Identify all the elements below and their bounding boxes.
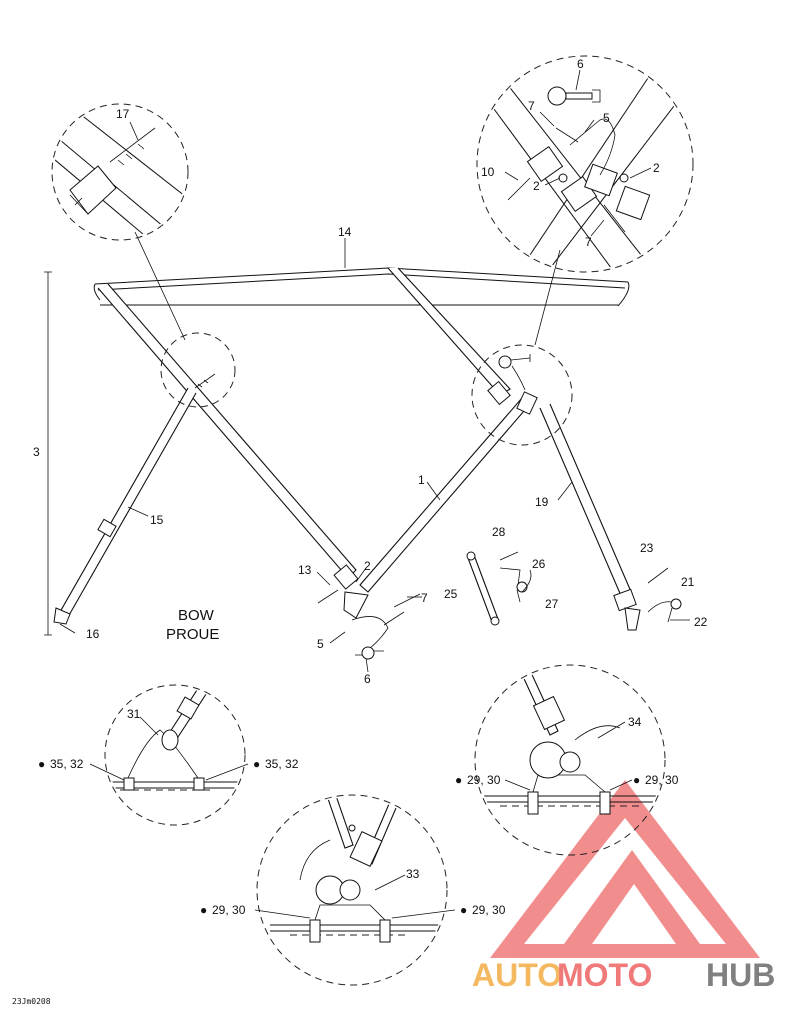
detail-circle-lower-left [104,684,246,826]
bow-label-fr: PROUE [166,626,219,643]
callout-22: 22 [694,615,708,629]
right-leg-hardware [647,567,690,623]
callout-19: 19 [535,495,549,509]
callout-34: 34 [628,715,642,729]
callout-16: 16 [86,627,100,641]
detail-circle-lower-right [474,664,666,856]
callout-6-top: 6 [577,57,584,71]
torque-note-4: 29, 30 [472,903,506,917]
watermark-text: AUTO MOTO HUB [472,957,775,993]
callout-25: 25 [444,587,458,601]
watermark-auto: AUTO [472,957,562,993]
callout-2-right: 2 [653,161,660,175]
loose-parts [466,551,532,626]
watermark-logo [490,780,760,958]
callout-7-center: 7 [421,591,428,605]
callout-5-top: 5 [603,111,610,125]
drop-icon: ● [200,903,207,917]
callout-7-right: 7 [585,235,592,249]
callout-labels: 14 17 6 7 5 10 2 2 7 3 1 15 19 16 13 2 7… [33,57,708,881]
torque-notes: ● 35, 32 ● 35, 32 ● 29, 30 ● 29, 30 ● 29… [38,757,679,917]
figure-ref-code: 23Jm0208 [12,997,51,1006]
callout-leaders [44,69,652,673]
callout-14: 14 [338,225,352,239]
watermark-hub: HUB [706,957,775,993]
bow-label-en: BOW [178,607,215,624]
callout-10: 10 [481,165,495,179]
detail-circle-upper-left [51,103,189,241]
detail-circle-upper-right [476,55,694,273]
torque-note-6: 29, 30 [645,773,679,787]
torque-note-5: 29, 30 [467,773,501,787]
callout-33: 33 [406,867,420,881]
center-fitting-hardware [317,589,421,660]
callout-31: 31 [127,707,141,721]
callout-7-top: 7 [528,99,535,113]
callout-28: 28 [492,525,506,539]
drop-icon: ● [633,773,640,787]
callout-2-left: 2 [533,179,540,193]
main-frame [53,267,641,631]
callout-1: 1 [418,473,425,487]
callout-6-center: 6 [364,672,371,686]
callout-3: 3 [33,445,40,459]
callout-2-center: 2 [364,559,371,573]
torque-note-1: 35, 32 [50,757,84,771]
drop-icon: ● [455,773,462,787]
torque-note-2: 35, 32 [265,757,299,771]
drop-icon: ● [38,757,45,771]
callout-27: 27 [545,597,559,611]
bow-label: BOW PROUE [166,607,219,643]
callout-5-center: 5 [317,637,324,651]
detail-circle-lower-middle [256,794,448,986]
callout-17: 17 [116,107,130,121]
callout-13: 13 [298,563,312,577]
callout-23: 23 [640,541,654,555]
drop-icon: ● [253,757,260,771]
callout-26: 26 [532,557,546,571]
torque-note-3: 29, 30 [212,903,246,917]
callout-21: 21 [681,575,695,589]
drop-icon: ● [460,903,467,917]
callout-15: 15 [150,513,164,527]
watermark-moto: MOTO [557,957,652,993]
